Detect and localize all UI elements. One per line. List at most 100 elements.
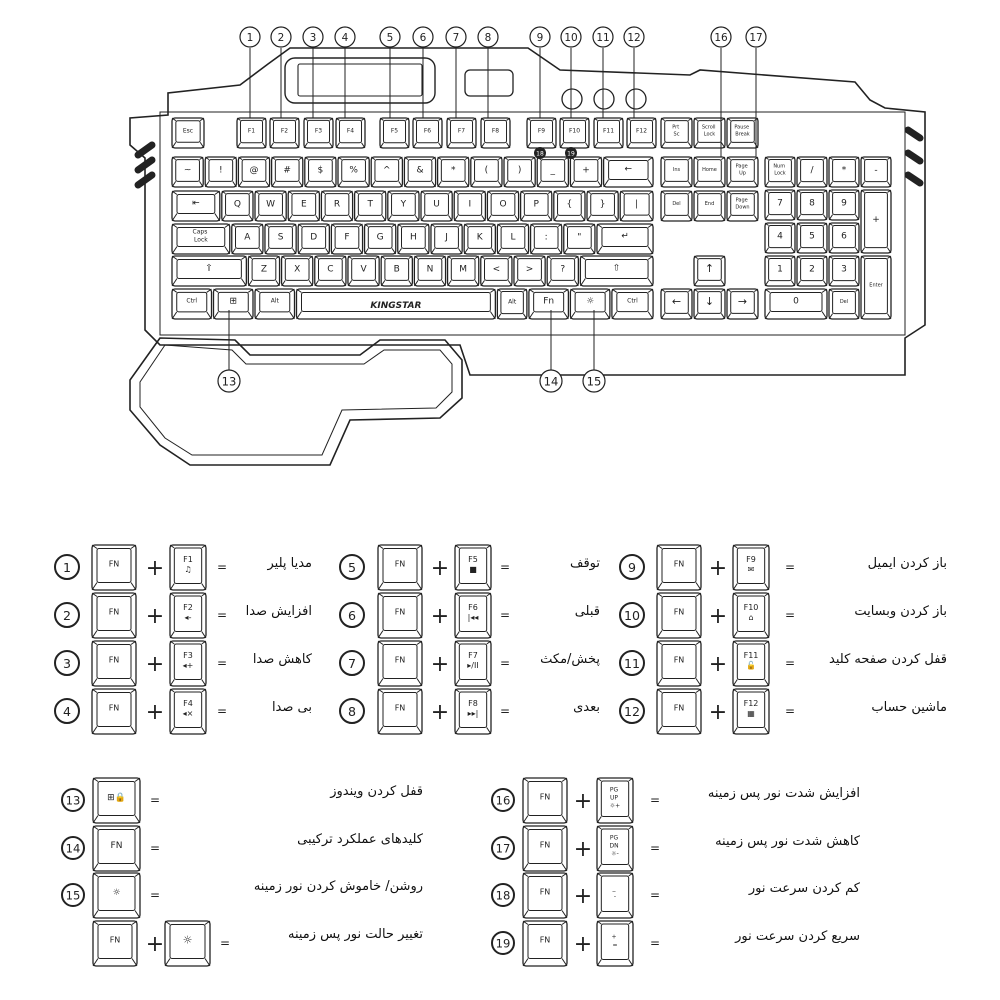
- key-label-line: F11: [744, 651, 759, 660]
- key-label-line: :: [545, 232, 548, 242]
- key-main: &: [403, 156, 437, 188]
- callout-circle: [445, 26, 467, 48]
- key-label: ⇧: [613, 263, 621, 273]
- keycap-top: [800, 225, 824, 249]
- keycap-top: [730, 159, 755, 182]
- key-label: F5: [391, 128, 398, 135]
- key-label: F12: [636, 128, 647, 135]
- key-label-line: ↑: [705, 262, 714, 275]
- key-label: +: [582, 165, 590, 175]
- key-label-line: End: [705, 201, 715, 207]
- key-label-line: F8: [492, 128, 499, 135]
- keycap-top: [239, 119, 264, 144]
- callout-number: 5: [348, 560, 356, 575]
- legend-f9-key: F9✉: [732, 544, 770, 591]
- legend-f11-key: F11🔓: [732, 640, 770, 687]
- key-label-line: O: [499, 199, 506, 209]
- key-label: Fn: [543, 297, 554, 307]
- key-label-line: Z: [261, 264, 267, 274]
- keycap-top: [730, 120, 755, 143]
- keycap-edge: [91, 640, 137, 687]
- key-numpad: 0: [764, 288, 828, 320]
- key-label: F7: [468, 651, 478, 660]
- key-label: &: [416, 165, 423, 175]
- keycap-edge: [764, 222, 796, 254]
- key-label-line: Num: [773, 164, 786, 170]
- keycap-edge: [347, 255, 380, 287]
- callout-number: 15: [587, 374, 602, 388]
- keycap-edge: [92, 777, 141, 824]
- key-label-line: ⇤: [192, 198, 200, 208]
- keycap-top: [562, 119, 587, 144]
- callout-number: 13: [222, 374, 237, 388]
- keycap-edge: [828, 288, 860, 320]
- side-vent-right: [904, 171, 924, 187]
- key-label: ▦: [747, 709, 755, 718]
- key-label: Home: [702, 167, 717, 173]
- callout-circle: [619, 554, 645, 580]
- key-label-line: K: [477, 232, 484, 242]
- keycap-top: [341, 159, 366, 182]
- key-label-line: L: [510, 232, 515, 242]
- key-main: >: [513, 255, 546, 287]
- legend-description: باز کردن ایمیل: [867, 556, 947, 571]
- keycap-edge: [732, 640, 770, 687]
- key-label: Pause Break: [734, 125, 750, 138]
- key-label: @: [250, 165, 259, 175]
- legend-fn-key: FN: [522, 920, 568, 967]
- legend-key: PG UP ☼+: [596, 777, 634, 824]
- badge-number: 19: [567, 151, 575, 158]
- key-label-line: F6: [424, 128, 431, 135]
- plus-sign: +: [574, 884, 592, 909]
- keycap-top: [768, 225, 792, 249]
- media-knob: [625, 88, 647, 110]
- keycap-top: [629, 119, 654, 144]
- key-label: B: [394, 264, 400, 274]
- legend-f5-key: F5■: [454, 544, 492, 591]
- key-label: ◂+: [183, 661, 194, 670]
- key-label: F12: [744, 699, 759, 708]
- key-label: N: [427, 264, 434, 274]
- key-label-line: FN: [109, 656, 120, 665]
- keycap-top: [832, 225, 856, 249]
- keycap-edge: [377, 640, 423, 687]
- legend-number-12: 12: [619, 698, 645, 724]
- key-label: ↵: [621, 231, 629, 241]
- key-label: >: [526, 264, 534, 274]
- equals-sign: =: [220, 936, 230, 950]
- legend-fn-key: FN: [92, 920, 138, 967]
- key-label: Prt Sc: [672, 125, 681, 138]
- equals-sign: =: [650, 936, 660, 950]
- callout-number: 9: [628, 560, 636, 575]
- keycap-edge: [726, 288, 759, 320]
- key-label: Caps Lock: [193, 228, 210, 243]
- key-main: Y: [387, 190, 420, 222]
- keycap-edge: [447, 255, 480, 287]
- key-main: %: [337, 156, 370, 188]
- keycap-edge: [546, 255, 579, 287]
- key-label: D: [310, 232, 317, 242]
- keycap-top: [661, 548, 697, 583]
- key-label-line: 2: [809, 265, 815, 275]
- key-label-line: F: [344, 232, 349, 242]
- key-main: Q: [221, 190, 254, 222]
- keycap-edge: [269, 117, 300, 149]
- keycap-top: [97, 924, 133, 959]
- keycap-top: [173, 691, 203, 729]
- legend-fn-key: FN: [377, 640, 423, 687]
- key-label-line: FN: [395, 608, 406, 617]
- callout-circle: [619, 698, 645, 724]
- callout-circle: [61, 836, 85, 860]
- key-label-line: F3: [183, 651, 193, 660]
- keycap-top: [457, 193, 483, 216]
- key-label-line: +: [582, 165, 590, 175]
- keycap-edge: [596, 777, 634, 824]
- key-label: PG DN ☼-: [609, 834, 620, 857]
- key-main: ~: [171, 156, 204, 188]
- key-label-line: 4: [777, 232, 783, 242]
- key-label: F2: [183, 603, 193, 612]
- keycap-top: [600, 923, 630, 961]
- keycap-top: [517, 258, 542, 281]
- keycap-edge: [454, 640, 492, 687]
- key-f2: F2: [269, 117, 300, 149]
